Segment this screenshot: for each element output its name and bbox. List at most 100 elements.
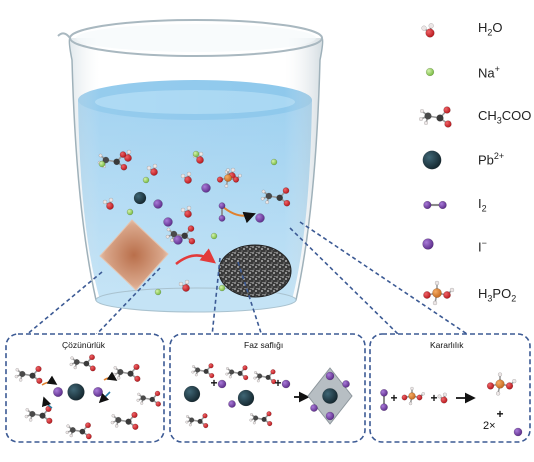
carbon-atom [436, 114, 444, 122]
plus-sign: + [210, 376, 217, 390]
hydrogen-atom [28, 418, 33, 422]
hydrogen-atom [226, 168, 230, 172]
acetate-molecule [418, 106, 452, 128]
hydrogen-atom [252, 421, 256, 425]
carbon-atom [149, 396, 156, 403]
hydrogen-atom [224, 184, 229, 188]
hydrogen-atom [70, 356, 74, 360]
hydrogen-atom [238, 173, 242, 178]
acetate-molecule [65, 422, 92, 440]
iodide-ion [201, 183, 211, 193]
hydrogen-atom [112, 372, 117, 377]
oxygen-atom [271, 378, 277, 385]
hydrogen-atom [110, 420, 115, 425]
carbon-atom [170, 230, 178, 238]
hydrogen-atom [198, 151, 204, 157]
phosphorus-atom [408, 392, 416, 400]
oxygen-atom [443, 291, 451, 299]
oxygen-atom [243, 374, 249, 381]
legend-label-iodide: I− [478, 238, 487, 255]
acetate-molecule [165, 225, 196, 245]
hydrogen-atom [512, 379, 517, 384]
iodide-ion [310, 404, 318, 412]
nanocrystal-aggregate [218, 244, 292, 298]
carbon-atom [261, 416, 267, 423]
legend-label-h2o: H2O [478, 20, 503, 38]
carbon-atom [29, 410, 36, 418]
oxygen-atom [187, 225, 195, 232]
hydrogen-atom [437, 394, 442, 399]
hydrogen-atom [178, 281, 184, 287]
oxygen-atom [188, 237, 196, 245]
oxygen-atom [443, 106, 451, 114]
hydrogen-atom [114, 424, 119, 428]
perovskite-crystal-large [99, 219, 169, 291]
solubility-panel [5, 333, 165, 443]
iodide-ion [173, 235, 183, 245]
carbon-atom [102, 156, 110, 164]
hydrogen-atom [69, 433, 73, 438]
hydrogen-atom [249, 412, 254, 417]
oxygen-atom [155, 401, 162, 407]
oxygen-atom [133, 363, 140, 371]
oxygen-atom [124, 154, 132, 162]
hydrogen-atom [186, 171, 192, 177]
hydrogen-atom [428, 23, 434, 29]
oxygen-atom [267, 420, 273, 427]
oxygen-atom [202, 413, 208, 419]
acetate-molecule [69, 354, 96, 372]
hypophosphorous-acid-molecule [486, 372, 517, 396]
hydrogen-atom [15, 367, 20, 372]
plus-sign: + [274, 376, 281, 390]
lead-ion [183, 385, 201, 403]
exchange-arrow [41, 396, 53, 409]
hydrogen-atom [165, 234, 170, 239]
iodide-ion [93, 387, 103, 397]
oxygen-atom [106, 202, 114, 210]
iodide-ion [325, 371, 335, 381]
hydrogen-atom [442, 392, 447, 397]
hydrogen-atom [228, 375, 232, 379]
hydrogen-atom [408, 401, 413, 406]
hydrogen-atom [423, 120, 429, 126]
iodine-molecule [218, 202, 226, 222]
carbon-atom [79, 428, 86, 435]
iodide-ion [218, 202, 226, 210]
oxygen-atom [132, 423, 139, 430]
oxygen-atom [85, 433, 92, 440]
carbon-atom [237, 370, 243, 377]
plus-sign: + [496, 407, 503, 421]
oxygen-atom [232, 176, 240, 183]
acetate-molecule [225, 365, 249, 381]
oxygen-atom [423, 291, 431, 299]
oxygen-atom [440, 396, 448, 404]
hydrogen-atom [188, 423, 192, 427]
oxygen-atom [208, 363, 214, 369]
hydrogen-atom [152, 163, 158, 169]
hypophosphorous-acid-molecule [401, 386, 425, 406]
acetate-molecule [185, 413, 209, 429]
phosphorus-atom [432, 288, 442, 298]
hydrogen-atom [191, 370, 195, 374]
acetate-molecule [110, 411, 139, 430]
oxygen-atom [196, 156, 204, 164]
iodide-ion [325, 411, 335, 421]
carbon-atom [140, 395, 147, 401]
oxygen-atom [89, 365, 96, 372]
oxygen-atom [282, 187, 290, 194]
acetate-molecule [249, 411, 273, 427]
legend [418, 23, 455, 306]
lead-ion [237, 389, 255, 407]
lead-ion [422, 150, 442, 170]
water-molecule [421, 23, 435, 38]
dissolved-species [97, 149, 291, 296]
carbon-atom [69, 427, 76, 433]
hydrogen-atom [18, 378, 23, 382]
oxygen-atom [416, 394, 423, 401]
oxygen-atom [182, 284, 190, 292]
oxygen-atom [401, 394, 408, 401]
carbon-atom [125, 418, 132, 425]
oxygen-atom [36, 377, 43, 384]
carbon-atom [265, 374, 271, 381]
carbon-atom [229, 369, 235, 375]
